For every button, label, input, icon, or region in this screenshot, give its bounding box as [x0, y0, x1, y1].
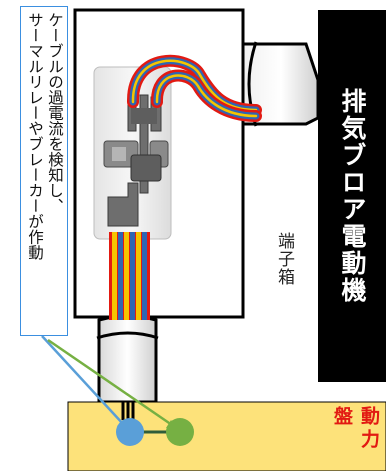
caption-line-1: ケーブルの過電流を検知し、 — [46, 12, 64, 214]
vertical-cable — [109, 232, 150, 320]
cable-conduit — [97, 314, 158, 404]
breaker-icon — [116, 418, 144, 446]
thermal-relay-icon — [166, 418, 194, 446]
power-panel-label-wrap: 動力盤 — [331, 406, 380, 464]
power-panel-label: 動力盤 — [331, 406, 380, 452]
motor-body — [318, 10, 386, 382]
terminal-block — [103, 94, 169, 227]
caption-box: ケーブルの過電流を検知し、 サーマルリレーやブレーカーが作動 — [20, 6, 68, 336]
panel-cable — [121, 402, 135, 420]
terminal-box-label: 端子箱 — [274, 232, 294, 286]
caption-line-2: サーマルリレーやブレーカーが作動 — [26, 12, 44, 260]
cable-arc — [126, 54, 262, 122]
motor-coupling — [234, 42, 320, 126]
